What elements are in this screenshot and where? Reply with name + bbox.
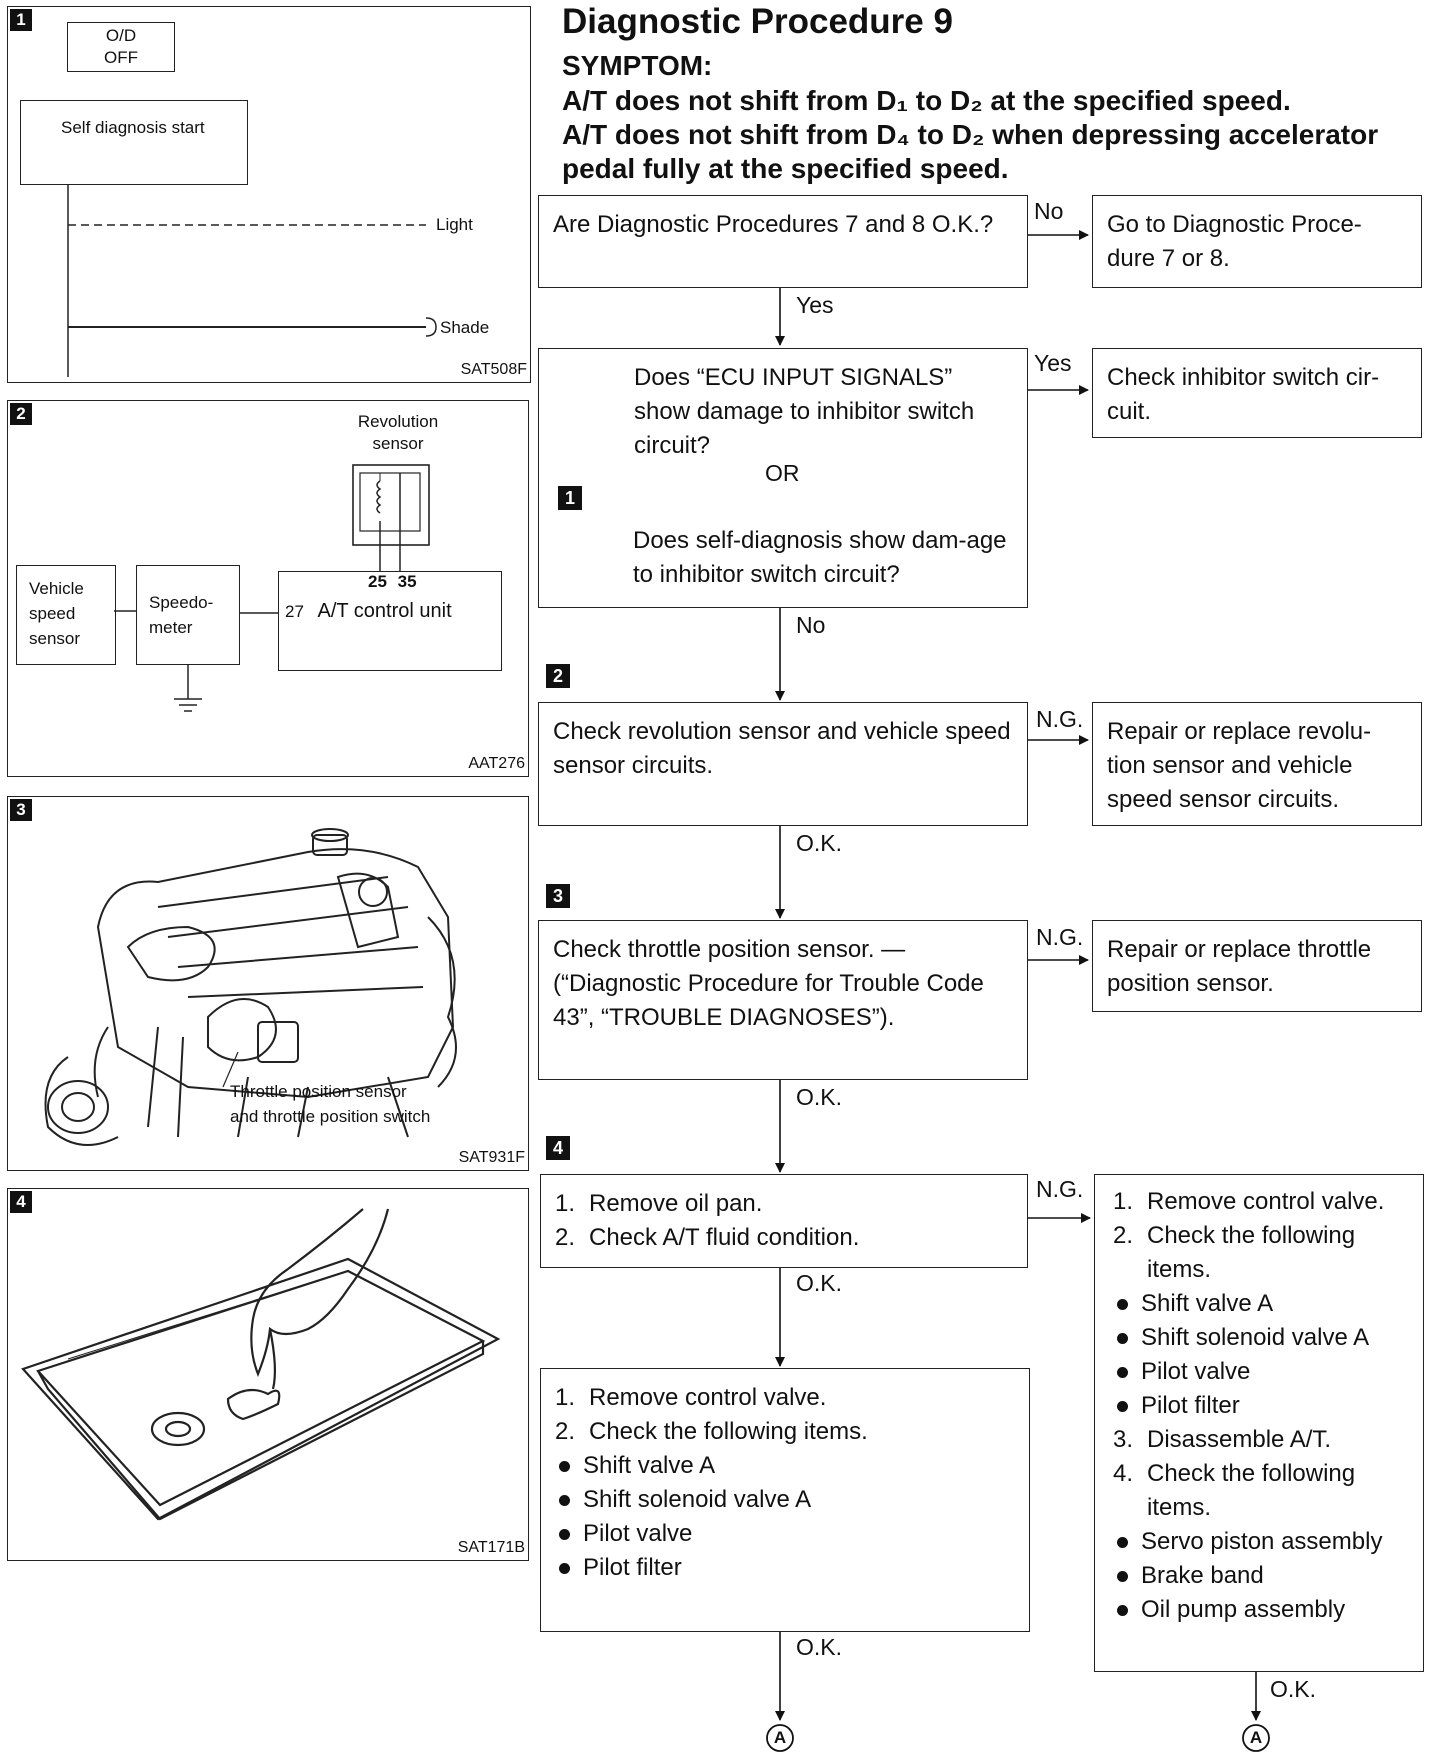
od-off-indicator: O/D OFF [67,22,175,72]
q2-step-number: 1 [558,486,582,510]
oil-step-2-text: Check A/T fluid condition. [589,1224,860,1251]
ng-label-2: N.G. [1036,924,1084,950]
goto-procedure-box: Go to Diagnostic Proce-dure 7 or 8. [1092,195,1422,288]
symptom-line-1: A/T does not shift from D₁ to D₂ at the … [562,85,1291,116]
panel-1-self-diagnosis: 1 O/D OFF Self diagnosis start Light Sha… [7,6,531,383]
step-3-number: 3 [546,884,570,908]
control-valve-box-right: 1.Remove control valve. 2.Check the foll… [1094,1174,1424,1672]
figure-code: SAT508F [460,361,527,378]
no-label-1: No [1034,198,1064,224]
panel-number: 3 [10,799,32,821]
list-item: Brake band [1113,1559,1415,1593]
timing-diagram [67,185,437,377]
figure-code: AAT276 [468,755,525,772]
ok-label-1: O.K. [796,830,843,856]
symptom-line-2: A/T does not shift from D₄ to D₂ when de… [562,119,1379,184]
panel-4-oil-pan: 4 SAT171B [7,1188,529,1561]
panel-2-wiring: 2 Revolution sensor 25 35 Vehicle speed … [7,400,529,777]
list-item: Shift solenoid valve A [555,1483,1015,1517]
check-inhibitor-box: Check inhibitor switch cir-cuit. [1092,348,1422,438]
list-item: Servo piston assembly [1113,1525,1415,1559]
list-item: Pilot filter [1113,1389,1415,1423]
panel-number: 2 [10,403,32,425]
control-valve-box-left: 1.Remove control valve. 2.Check the foll… [540,1368,1030,1632]
q2a-text: Does “ECU INPUT SIGNALS” show damage to … [634,364,975,459]
shade-label: Shade [440,318,490,337]
vehicle-speed-sensor-box: Vehicle speed sensor [16,565,116,665]
panel-3-engine: 3 Throttle position sensor and throttle … [7,796,529,1171]
no-label-2: No [796,612,826,638]
list-item: Oil pump assembly [1113,1593,1415,1627]
list-item: Shift valve A [1113,1287,1415,1321]
yes-label-2: Yes [1034,350,1072,376]
yes-label-1: Yes [796,292,834,318]
list-item: Shift solenoid valve A [1113,1321,1415,1355]
speedometer-box: Speedo-meter [136,565,240,665]
figure-code: SAT931F [458,1149,525,1166]
check-revolution-box: Check revolution sensor and vehicle spee… [538,702,1028,826]
od-label: O/D [105,26,137,45]
oil-pan-illustration [21,1208,501,1521]
list-item: Pilot filter [555,1551,1015,1585]
engine-illustration [44,828,457,1146]
figure-code: SAT171B [457,1539,525,1556]
symptom-label: SYMPTOM: [562,50,713,81]
ok-label-2: O.K. [796,1084,843,1110]
self-diagnosis-label: Self diagnosis start [61,118,205,137]
check-throttle-box: Check throttle position sensor. — (“Diag… [538,920,1028,1080]
at-control-unit-box: 27 A/T control unit [278,571,502,671]
page-title: Diagnostic Procedure 9 [562,2,953,41]
list-item: Shift valve A [555,1449,1015,1483]
list-item: Pilot valve [555,1517,1015,1551]
off-label: OFF [104,48,138,67]
self-diagnosis-icon [558,532,610,584]
ok-label-4: O.K. [796,1634,843,1660]
repair-throttle-box: Repair or replace throttle position sens… [1092,920,1422,1012]
connector-a-right: A [1249,1728,1263,1747]
control-unit-label: A/T control unit [317,600,452,622]
self-diagnosis-start-box: Self diagnosis start [20,100,248,185]
connector-a-left: A [773,1728,787,1747]
light-label: Light [436,215,473,234]
q1-box: Are Diagnostic Procedures 7 and 8 O.K.? [538,195,1028,288]
wiring-diagram [114,464,430,712]
throttle-sensor-caption: Throttle position sensor and throttle po… [230,1082,431,1126]
step-4-number: 4 [546,1136,570,1160]
q2-box: Does “ECU INPUT SIGNALS” show damage to … [538,348,1028,608]
ecu-monitor-icon [558,364,610,416]
or-label: OR [765,460,800,486]
ng-label-1: N.G. [1036,706,1084,732]
pins-25-35: 25 35 [368,572,417,591]
panel-number: 1 [10,9,32,31]
list-item: Pilot valve [1113,1355,1415,1389]
ng-label-3: N.G. [1036,1176,1084,1202]
q2b-text: Does self-diagnosis show dam-age to inhi… [633,527,1007,588]
revolution-sensor-label: Revolution sensor [357,412,439,453]
panel-number: 4 [10,1191,32,1213]
ok-label-3: O.K. [796,1270,843,1296]
ok-label-5: O.K. [1270,1676,1317,1702]
step-2-number: 2 [546,664,570,688]
oil-pan-box: 1.Check A/T fluid condition.Remove oil p… [540,1174,1028,1268]
repair-revolution-box: Repair or replace revolu-tion sensor and… [1092,702,1422,826]
